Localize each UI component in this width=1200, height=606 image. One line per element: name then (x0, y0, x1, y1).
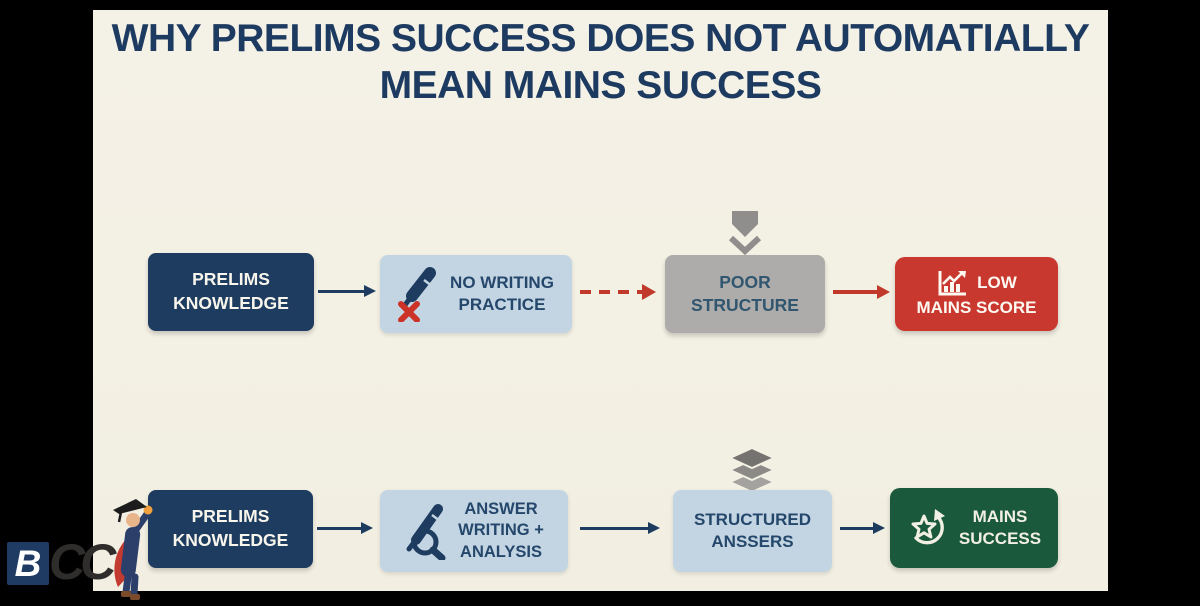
box-label-line: LOW (977, 272, 1017, 292)
bottom-structured-answers-box: STRUCTURED ANSSERS (673, 490, 832, 572)
box-label-line: STRUCTURE (691, 295, 799, 315)
bottom-arrow-2 (580, 522, 660, 534)
bottom-mains-success-box: MAINS SUCCESS (890, 488, 1058, 568)
title-line-1: WHY PRELIMS SUCCESS DOES NOT AUTOMATIALL… (111, 17, 1090, 60)
box-label-line: STRUCTURED (693, 509, 812, 529)
box-label-row: LOW (917, 269, 1037, 297)
top-no-writing-practice-box: NO WRITING PRACTICE (380, 255, 572, 333)
box-label-line: KNOWLEDGE (173, 293, 289, 313)
top-poor-structure-box: POOR STRUCTURE (665, 255, 825, 333)
top-red-arrow (833, 284, 890, 299)
infographic-canvas: WHY PRELIMS SUCCESS DOES NOT AUTOMATIALL… (93, 10, 1108, 591)
box-label-line: MAINS SCORE (916, 297, 1037, 317)
top-prelims-knowledge-box: PRELIMS KNOWLEDGE (148, 253, 314, 331)
top-low-mains-score-box: LOW MAINS SCORE (895, 257, 1058, 331)
box-label-line: WRITING + (458, 521, 544, 540)
box-label-line: PRELIMS (192, 269, 270, 290)
box-label: PRELIMS KNOWLEDGE (173, 505, 289, 552)
pen-crossed-icon (398, 266, 442, 322)
box-label-line: PRELIMS (191, 506, 270, 527)
box-label: ANSWER WRITING + ANALYSIS (458, 499, 544, 563)
top-arrow-1 (318, 285, 376, 297)
down-arrow-icon (722, 208, 768, 261)
star-circle-icon (907, 507, 949, 549)
graduate-figure (106, 497, 156, 606)
box-label: NO WRITING PRACTICE (450, 272, 554, 316)
bottom-prelims-knowledge-box: PRELIMS KNOWLEDGE (148, 490, 313, 568)
box-label: STRUCTURED ANSSERS (694, 509, 811, 553)
box-label-line: NO WRITING (450, 272, 554, 292)
page-title: WHY PRELIMS SUCCESS DOES NOT AUTOMATIALL… (93, 16, 1108, 110)
box-label: POOR STRUCTURE (691, 271, 799, 317)
box-label: LOW MAINS SCORE (916, 269, 1037, 319)
box-label-line: KNOWLEDGE (172, 530, 289, 550)
pen-magnifier-icon (404, 502, 450, 560)
box-label-line: MAINS (972, 506, 1028, 526)
bottom-arrow-1 (317, 522, 373, 534)
top-dashed-red-arrow (580, 284, 656, 300)
box-label-line: ANALYSIS (460, 542, 542, 561)
layers-icon (724, 446, 780, 501)
box-label-line: ANSSERS (711, 532, 794, 551)
bottom-answer-writing-box: ANSWER WRITING + ANALYSIS (380, 490, 568, 572)
logo-letter-b: B (7, 542, 49, 585)
box-label-line: SUCCESS (958, 529, 1042, 548)
box-label: PRELIMS KNOWLEDGE (173, 268, 289, 315)
box-label-line: POOR (719, 272, 771, 293)
box-label-line: ANSWER (464, 499, 538, 518)
bottom-arrow-3 (840, 522, 885, 534)
box-label: MAINS SUCCESS (959, 506, 1041, 550)
title-line-2: MEAN MAINS SUCCESS (379, 63, 822, 107)
score-chart-icon (936, 269, 968, 297)
box-label-line: PRACTICE (458, 295, 546, 314)
logo-letters-cc: CC (49, 534, 116, 590)
